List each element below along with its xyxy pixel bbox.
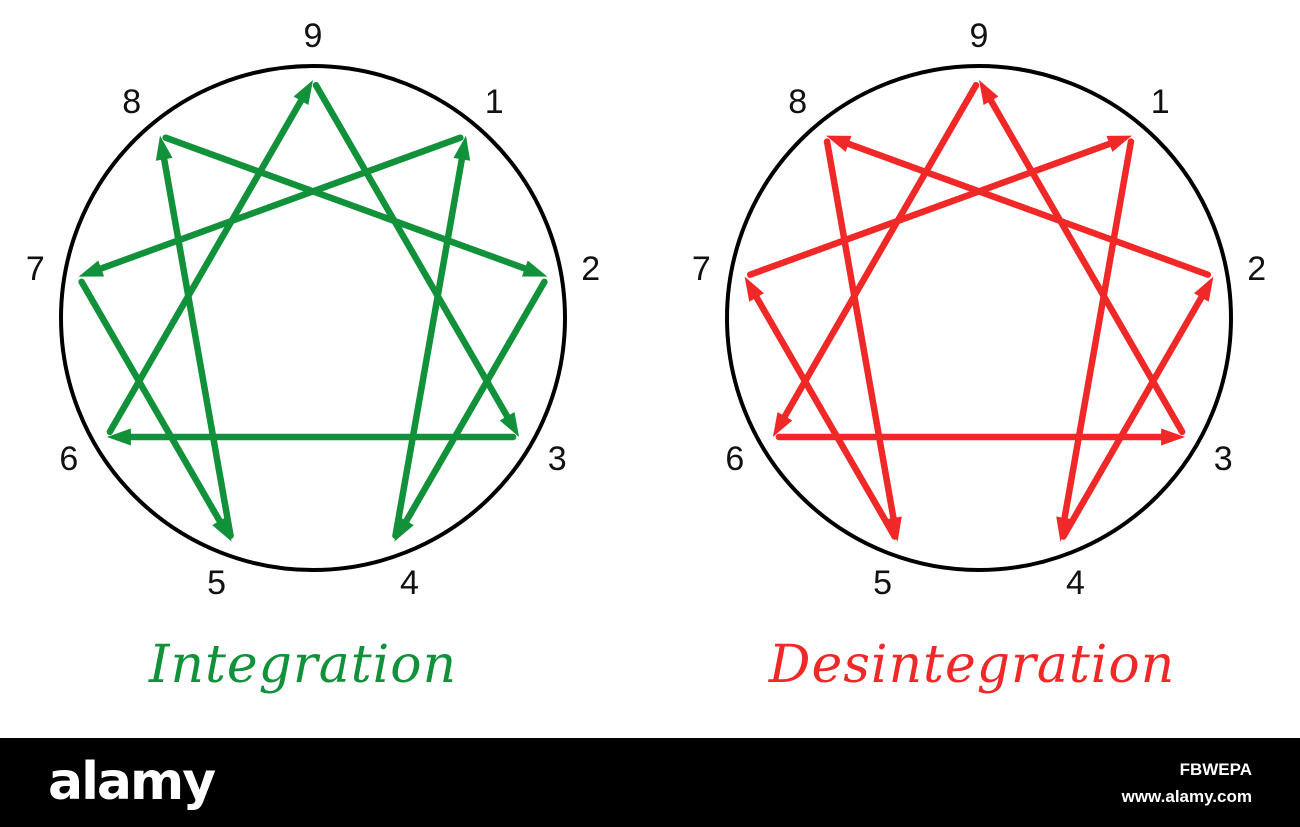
desintegration-outer-circle xyxy=(725,64,1233,572)
desintegration-arrow-9-to-6 xyxy=(772,81,980,437)
arrowhead xyxy=(744,276,764,302)
arrow-shaft xyxy=(1060,292,1206,540)
arrow-shaft xyxy=(96,134,464,273)
arrowhead xyxy=(499,411,520,437)
desintegration-arrow-4-to-2 xyxy=(1060,276,1214,540)
arrowhead xyxy=(155,135,173,161)
desintegration-node-label-5: 5 xyxy=(873,564,892,602)
arrowhead xyxy=(1106,135,1132,152)
desintegration-arrow-6-to-3 xyxy=(775,428,1186,446)
desintegration-node-label-1: 1 xyxy=(1151,83,1170,121)
desintegration-caption: Desintegration xyxy=(768,635,1175,695)
arrowhead xyxy=(1161,428,1186,446)
integration-arrow-4-to-1 xyxy=(392,135,471,539)
arrowhead xyxy=(1194,276,1214,302)
integration-arrow-3-to-6 xyxy=(106,428,517,446)
desintegration-node-label-3: 3 xyxy=(1214,440,1233,478)
arrow-shaft xyxy=(823,138,898,524)
desintegration-arrow-7-to-1 xyxy=(747,135,1132,278)
image-id: FBWEPA xyxy=(1179,760,1252,779)
arrowhead xyxy=(78,260,105,277)
integration-node-label-4: 4 xyxy=(400,564,419,602)
arrow-shaft xyxy=(780,81,980,422)
arrow-shaft xyxy=(392,154,466,539)
integration-caption: Integration xyxy=(148,635,457,695)
integration-node-label-5: 5 xyxy=(207,564,226,602)
arrow-shaft xyxy=(106,95,306,436)
integration-arrow-6-to-9 xyxy=(106,80,313,436)
desintegration-arrow-5-to-7 xyxy=(744,276,898,540)
image-reference: FBWEPA www.alamy.com xyxy=(1122,756,1252,810)
footer-bar: alamy FBWEPA www.alamy.com xyxy=(0,738,1300,827)
desintegration-arrow-3-to-9 xyxy=(979,80,1186,436)
arrowhead xyxy=(521,260,548,277)
arrow-shaft xyxy=(162,134,530,273)
arrow-shaft xyxy=(78,278,224,526)
desintegration-node-label-2: 2 xyxy=(1247,250,1266,288)
integration-outer-circle xyxy=(59,64,567,572)
integration-node-label-6: 6 xyxy=(59,440,78,478)
arrow-shaft xyxy=(312,81,512,422)
integration-node-label-9: 9 xyxy=(304,17,323,55)
desintegration-arrow-2-to-8 xyxy=(826,135,1211,278)
arrow-shaft xyxy=(160,154,234,539)
arrowhead xyxy=(826,135,852,152)
desintegration-node-label-9: 9 xyxy=(970,17,989,55)
desintegration-node-label-7: 7 xyxy=(692,250,711,288)
desintegration-node-label-8: 8 xyxy=(788,83,807,121)
arrow-shaft xyxy=(1060,138,1135,524)
arrowhead xyxy=(453,135,471,161)
arrowhead xyxy=(293,80,313,106)
arrowhead xyxy=(106,428,131,446)
integration-node-label-3: 3 xyxy=(548,440,567,478)
alamy-logo: alamy xyxy=(48,752,216,812)
arrow-shaft xyxy=(843,139,1211,278)
desintegration-node-label-4: 4 xyxy=(1066,564,1085,602)
arrow-shaft xyxy=(402,278,548,526)
integration-arrow-5-to-8 xyxy=(155,135,234,539)
arrowhead xyxy=(979,80,999,106)
integration-arrow-8-to-2 xyxy=(162,134,548,277)
arrow-shaft xyxy=(752,292,898,540)
integration-node-label-2: 2 xyxy=(581,250,600,288)
integration-node-label-7: 7 xyxy=(26,250,45,288)
arrow-shaft xyxy=(986,95,1186,436)
desintegration-node-label-6: 6 xyxy=(725,440,744,478)
integration-arrow-9-to-3 xyxy=(312,81,520,437)
integration-arrow-1-to-7 xyxy=(78,134,464,277)
arrowhead xyxy=(772,411,793,437)
integration-node-label-1: 1 xyxy=(485,83,504,121)
arrow-shaft xyxy=(747,139,1115,278)
footer-url: www.alamy.com xyxy=(1121,787,1252,806)
integration-node-label-8: 8 xyxy=(122,83,141,121)
